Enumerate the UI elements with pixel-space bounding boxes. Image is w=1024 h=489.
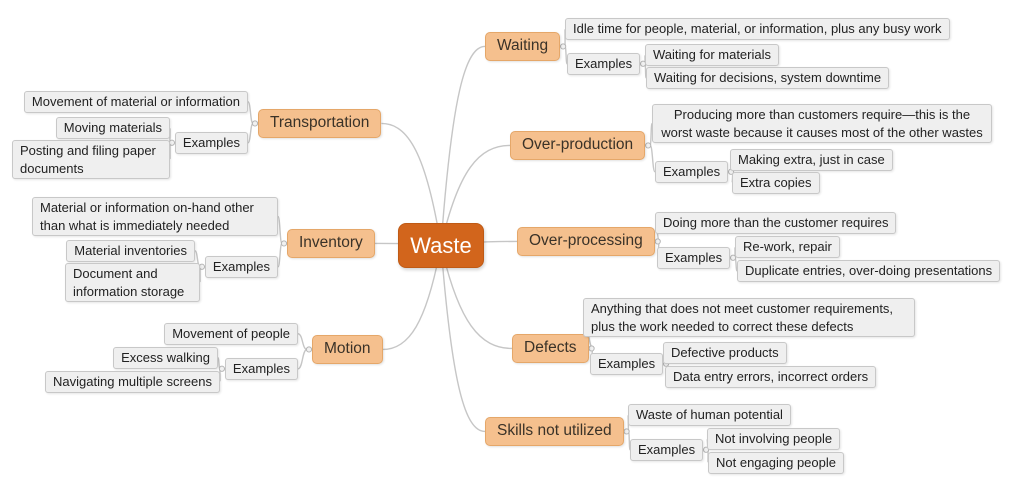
example-item[interactable]: Defective products xyxy=(663,342,787,364)
topic-description[interactable]: Producing more than customers require—th… xyxy=(652,104,992,144)
topic-description[interactable]: Anything that does not meet customer req… xyxy=(583,298,915,338)
example-item[interactable]: Duplicate entries, over-doing presentati… xyxy=(737,260,1001,282)
examples-node[interactable]: Examples xyxy=(224,358,298,380)
central-topic-waste[interactable]: Waste xyxy=(398,223,484,268)
topic-description[interactable]: Movement of people xyxy=(164,323,298,345)
example-item[interactable]: Not involving people xyxy=(707,428,841,450)
example-item[interactable]: Making extra, just in case xyxy=(730,149,893,171)
examples-node[interactable]: Examples xyxy=(657,247,731,269)
example-item[interactable]: Waiting for decisions, system downtime xyxy=(646,67,890,89)
examples-node[interactable]: Examples xyxy=(590,353,664,375)
topic-waiting[interactable]: Waiting xyxy=(485,32,561,61)
topic-description[interactable]: Material or information on-hand other th… xyxy=(32,197,278,237)
examples-node[interactable]: Examples xyxy=(630,439,704,461)
example-item[interactable]: Excess walking xyxy=(113,347,218,369)
example-item[interactable]: Material inventories xyxy=(66,240,195,262)
example-item[interactable]: Extra copies xyxy=(732,172,820,194)
example-item[interactable]: Waiting for materials xyxy=(645,44,779,66)
topic-over-processing[interactable]: Over-processing xyxy=(517,227,655,256)
example-item[interactable]: Re-work, repair xyxy=(735,236,840,258)
topic-inventory[interactable]: Inventory xyxy=(287,229,375,258)
topic-over-production[interactable]: Over-production xyxy=(510,131,646,160)
examples-node[interactable]: Examples xyxy=(174,132,248,154)
example-item[interactable]: Not engaging people xyxy=(708,452,844,474)
topic-skills-not-utilized[interactable]: Skills not utilized xyxy=(485,417,624,446)
topic-motion[interactable]: Motion xyxy=(312,335,383,364)
topic-defects[interactable]: Defects xyxy=(512,334,589,363)
topic-description[interactable]: Idle time for people, material, or infor… xyxy=(565,18,950,40)
example-item[interactable]: Moving materials xyxy=(55,117,170,139)
example-item[interactable]: Data entry errors, incorrect orders xyxy=(665,366,877,388)
example-item[interactable]: Navigating multiple screens xyxy=(45,371,220,393)
example-item[interactable]: Posting and filing paper documents xyxy=(12,140,170,180)
topic-description[interactable]: Doing more than the customer requires xyxy=(655,212,897,234)
examples-node[interactable]: Examples xyxy=(655,161,729,183)
examples-node[interactable]: Examples xyxy=(204,256,278,278)
topic-description[interactable]: Waste of human potential xyxy=(628,404,791,426)
examples-node[interactable]: Examples xyxy=(567,53,641,75)
topic-transportation[interactable]: Transportation xyxy=(258,109,382,138)
example-item[interactable]: Document and information storage xyxy=(65,263,200,303)
topic-description[interactable]: Movement of material or information xyxy=(23,91,248,113)
